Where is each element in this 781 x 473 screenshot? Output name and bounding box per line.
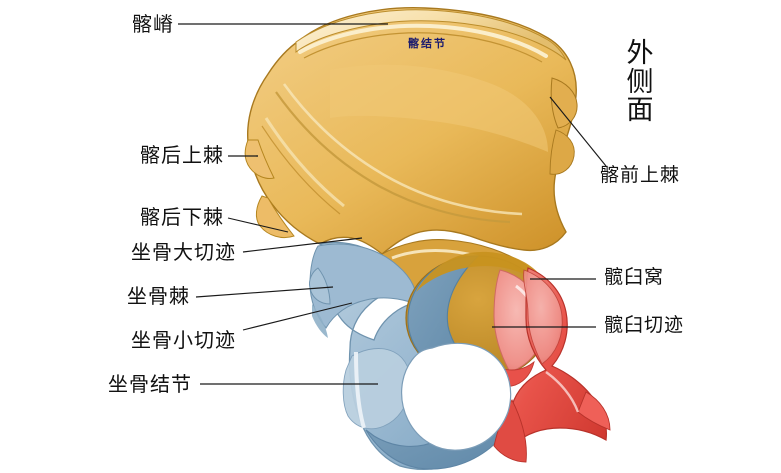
ilium-wing-shading <box>330 64 548 152</box>
anterior-gluteal-shadow <box>261 125 341 215</box>
view-title-char-3: 面 <box>626 95 654 127</box>
pubis-highlight <box>545 371 580 413</box>
obturator-foramen <box>401 342 512 451</box>
label-ischial-tuberosity: 坐骨结节 <box>108 372 192 396</box>
gluteal-highlight-line <box>282 83 523 216</box>
label-iliac-tubercle: 髂结节 <box>408 37 447 50</box>
label-greater-sciatic-notch: 坐骨大切迹 <box>131 240 236 264</box>
leader-asis <box>549 96 607 167</box>
leader-piis <box>227 217 289 233</box>
ischial-spine-shape <box>309 267 331 305</box>
view-title: 外 侧 面 <box>624 38 656 127</box>
iliac-crest-highlight <box>298 23 548 58</box>
view-title-char-1: 外 <box>626 38 654 69</box>
pubis-region <box>493 267 611 463</box>
posterior-superior-iliac-spine-bump <box>244 139 275 179</box>
view-title-char-2: 侧 <box>626 66 654 98</box>
label-iliac-crest: 髂嵴 <box>132 12 174 36</box>
label-lesser-sciatic-notch: 坐骨小切迹 <box>131 328 236 352</box>
leader-greater-sciatic-notch <box>242 237 363 253</box>
label-anterior-superior-iliac-spine: 髂前上棘 <box>600 164 681 186</box>
iliac-crest-ridge <box>295 9 567 61</box>
label-acetabular-fossa: 髋臼窝 <box>604 266 665 288</box>
anterior-inferior-iliac-spine-bump <box>549 129 575 175</box>
superior-pubic-ramus <box>523 269 563 365</box>
pubic-tubercle <box>577 391 611 431</box>
acetabular-roof <box>416 251 550 292</box>
posterior-gluteal-line <box>275 91 511 224</box>
leader-lines <box>178 23 607 385</box>
leader-ischial-spine <box>195 286 334 298</box>
label-ischial-spine: 坐骨棘 <box>127 284 190 308</box>
anterior-gluteal-line <box>264 117 345 208</box>
ischial-tuberosity-highlight <box>354 351 366 429</box>
label-acetabular-notch: 髋臼切迹 <box>604 314 685 336</box>
iliac-crest-line <box>303 32 543 63</box>
label-posterior-inferior-iliac-spine: 髂后下棘 <box>140 205 224 229</box>
anterior-superior-iliac-spine-bump <box>550 77 578 129</box>
leader-lesser-sciatic-notch <box>242 302 353 331</box>
label-posterior-superior-iliac-spine: 髂后上棘 <box>140 143 224 167</box>
